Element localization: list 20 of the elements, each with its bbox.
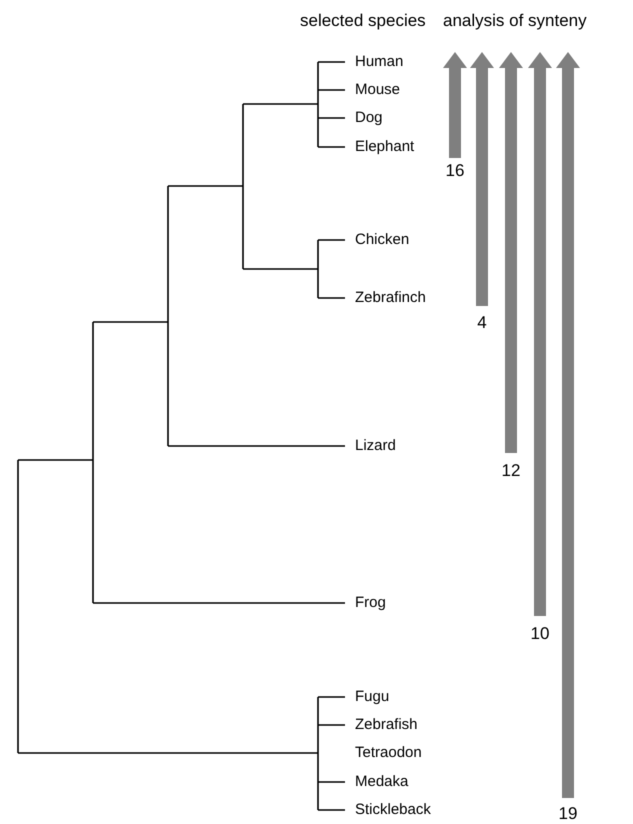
synteny-count: 4: [477, 314, 487, 331]
synteny-count: 12: [502, 462, 520, 479]
synteny-count: 10: [530, 625, 550, 642]
species-name: Chicken: [355, 232, 410, 247]
column-heading: selected species: [300, 12, 426, 29]
species-name: Frog: [355, 595, 386, 610]
species-name: Zebrafish: [355, 717, 418, 732]
synteny-count: 16: [446, 162, 464, 179]
species-name: Stickleback: [355, 802, 431, 817]
species-name: Medaka: [355, 774, 408, 789]
synteny-count: 19: [558, 805, 578, 822]
species-name: Lizard: [355, 438, 396, 453]
species-name: Dog: [355, 110, 383, 125]
species-name: Tetraodon: [355, 745, 422, 760]
species-name: Elephant: [355, 139, 414, 154]
species-name: Mouse: [355, 82, 400, 97]
column-heading: analysis of synteny: [443, 12, 587, 29]
species-name: Fugu: [355, 689, 390, 704]
species-name: Human: [355, 54, 404, 69]
species-name: Zebrafinch: [355, 290, 426, 305]
